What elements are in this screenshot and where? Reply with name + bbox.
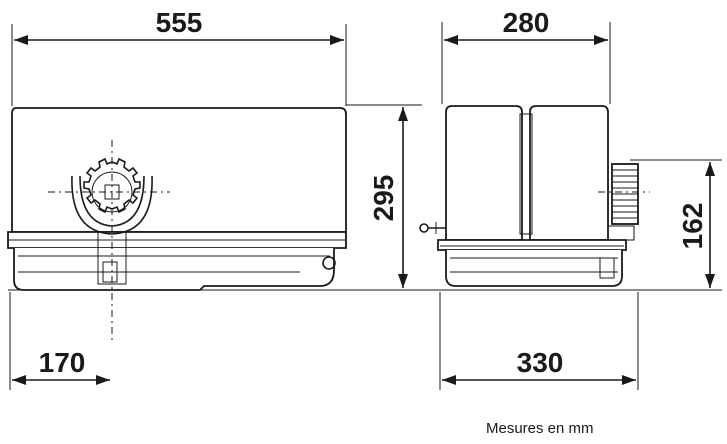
dimension-front-width: 555 [156,7,203,38]
dimension-pinion-height: 162 [677,203,708,250]
extension-lines [8,22,722,390]
side-view [419,105,650,287]
dimension-side-width: 280 [503,7,550,38]
front-view [7,107,347,340]
units-note: Mesures en mm [486,420,594,437]
dimension-base-width: 330 [517,347,564,378]
dimension-pinion-offset: 170 [39,347,86,378]
dimension-height: 295 [368,175,399,222]
